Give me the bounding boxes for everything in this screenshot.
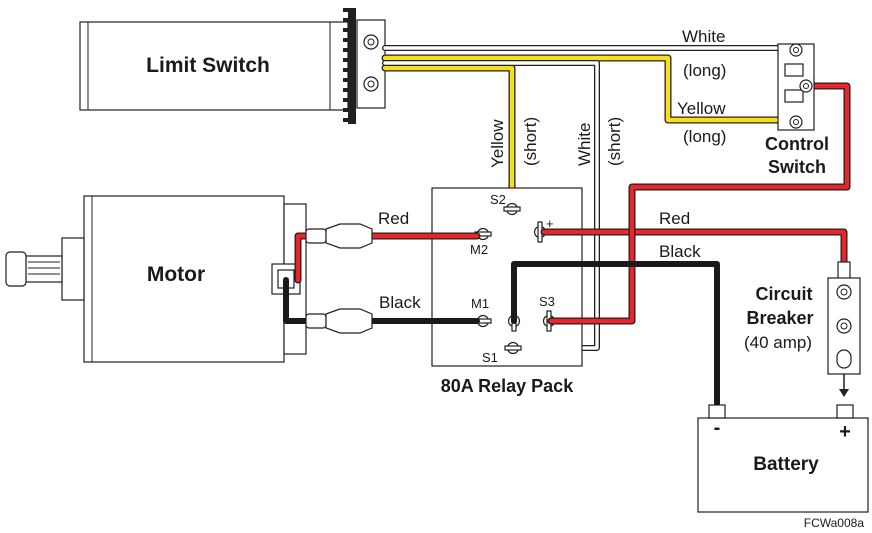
relay-pack: S2 + M2 M1 S3 S1 80A Relay Pack [431,187,583,396]
label-s3: S3 [539,294,555,309]
label-yellow-short-length: (short) [521,117,540,166]
motor-label: Motor [147,263,205,286]
limit-switch-label: Limit Switch [146,54,270,77]
label-white-long: White [682,27,725,46]
label-white-short-length: (short) [605,117,624,166]
circuit-breaker: Circuit Breaker (40 amp) [744,261,861,397]
gear-icon [348,8,356,124]
control-switch-label-2: Switch [768,157,826,177]
battery-minus: - [714,417,721,439]
yellow-wire-long [381,54,798,124]
control-switch: Control Switch [765,43,829,177]
label-white-long-length: (long) [683,61,726,80]
label-yellow-short: Yellow [488,119,507,168]
terminal-s2 [503,202,521,216]
inline-connector-red [305,223,373,249]
label-m1: M1 [471,296,489,311]
red-wire-control [547,82,851,325]
label-yellow-long-length: (long) [683,127,726,146]
red-wire-breaker [540,228,848,266]
label-red-motor: Red [378,209,409,228]
label-m2: M2 [470,242,488,257]
black-wire-battery [511,261,720,409]
circuit-breaker-label-1: Circuit [755,284,812,304]
battery-label: Battery [753,454,819,475]
inline-connector-black [305,308,373,334]
yellow-wire-short [381,64,516,210]
battery: - + Battery [697,404,869,513]
label-s1: S1 [482,350,498,365]
label-black-battery: Black [659,242,701,261]
arrow-down-icon [839,389,849,397]
red-wire-motor [294,232,481,284]
label-relay-plus: + [546,216,554,231]
label-black-motor: Black [379,293,421,312]
limit-switch: Limit Switch [79,8,386,124]
control-switch-label-1: Control [765,134,829,154]
battery-plus: + [839,421,851,443]
label-s2: S2 [490,192,506,207]
relay-pack-label: 80A Relay Pack [441,376,574,396]
figure-id: FCWa008a [804,516,865,530]
terminal-s1 [504,341,522,355]
circuit-breaker-label-2: Breaker [746,308,813,328]
label-red-breaker: Red [659,209,690,228]
circuit-breaker-rating: (40 amp) [744,333,812,352]
motor: Motor [5,195,307,363]
label-white-short: White [575,123,594,166]
label-yellow-long: Yellow [677,99,726,118]
